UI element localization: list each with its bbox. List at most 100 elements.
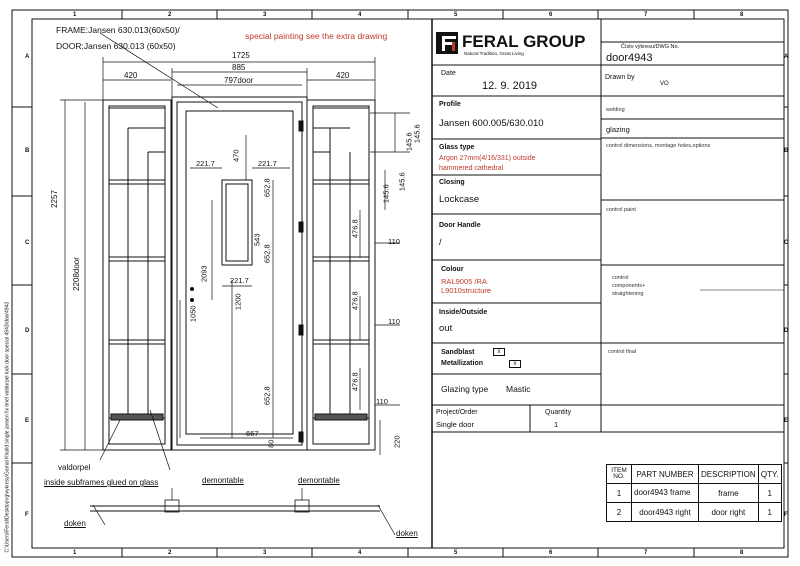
- dim-label: 476.8: [350, 219, 360, 239]
- check-control-comp: straightening: [612, 291, 644, 297]
- door-spec: DOOR:Jansen 630.013 (60x50): [56, 41, 176, 51]
- zone-label: C: [784, 240, 789, 246]
- glazing-type-label: Glazing type: [441, 384, 489, 394]
- zone-label: 2: [168, 550, 172, 556]
- zone-label: D: [784, 328, 789, 334]
- table-cell: door right: [698, 502, 759, 522]
- zone-label: B: [25, 148, 30, 154]
- dim-label: 110: [376, 397, 388, 406]
- table-header-row: ITEM NO. PART NUMBER DESCRIPTION QTY.: [606, 464, 782, 484]
- dim-label: 476.8: [350, 372, 360, 392]
- qty-label: Quantity: [545, 409, 572, 416]
- dim-label: 885: [232, 63, 246, 72]
- parts-table: ITEM NO. PART NUMBER DESCRIPTION QTY. 1 …: [606, 464, 782, 522]
- callout-subframes: inside subframes glued on glass: [44, 478, 159, 487]
- profile-label: Profile: [439, 101, 461, 108]
- dim-label: 797door: [224, 76, 254, 85]
- sandblast-checkbox[interactable]: x: [493, 348, 505, 356]
- dim-label: 221.7: [258, 159, 277, 168]
- company-tagline: Natural Tradition, Great Living: [464, 51, 524, 56]
- qty-value: 1: [554, 420, 559, 429]
- zone-label: F: [784, 512, 788, 518]
- zone-label: E: [784, 418, 789, 424]
- glass-label: Glass type: [439, 144, 475, 151]
- dim-label: 420: [336, 71, 350, 80]
- dim-label: 470: [231, 149, 241, 163]
- dim-label: 476.8: [350, 291, 360, 311]
- glazing-type-value: Mastic: [506, 384, 531, 394]
- zone-label: 7: [644, 12, 648, 18]
- dim-label: 1200: [233, 293, 243, 311]
- callout-doken-left: doken: [64, 519, 86, 528]
- zone-label: A: [25, 54, 30, 60]
- profile-value: Jansen 600.005/630.010: [439, 118, 544, 129]
- zone-label: 7: [644, 550, 648, 556]
- check-welding: welding: [606, 107, 625, 113]
- project-label: Project/Order: [436, 409, 478, 416]
- dim-label: 543: [252, 233, 262, 247]
- check-control-final: control final: [608, 349, 637, 355]
- colour-label: Colour: [441, 266, 464, 273]
- table-header: DESCRIPTION: [698, 464, 759, 484]
- zone-label: 8: [740, 550, 744, 556]
- dim-label: 1725: [232, 51, 250, 60]
- zone-label: 5: [454, 12, 458, 18]
- special-note: special painting see the extra drawing: [245, 31, 388, 41]
- drawn-by-label: Drawn by: [605, 74, 635, 81]
- closing-value: Lockcase: [439, 194, 480, 205]
- zone-label: 6: [549, 12, 553, 18]
- table-cell: frame: [698, 483, 759, 503]
- table-cell: 2: [606, 502, 632, 522]
- table-header: QTY.: [757, 464, 782, 484]
- dim-label: 145.6: [381, 184, 391, 204]
- handle-value: /: [439, 237, 442, 248]
- zone-label: D: [25, 328, 30, 334]
- dim-label: 110: [388, 317, 400, 326]
- dim-label: 145.6: [397, 172, 407, 192]
- table-cell: 1: [757, 483, 782, 503]
- zone-label: E: [25, 418, 30, 424]
- dim-label: 652.8: [262, 178, 272, 198]
- zone-label: 8: [740, 12, 744, 18]
- inout-label: Inside/Outside: [439, 309, 488, 316]
- check-control-paint: control paint: [606, 207, 636, 213]
- table-cell: 1: [757, 502, 782, 522]
- dim-label: 145.6: [412, 124, 422, 144]
- table-cell: door4943 frame: [631, 483, 699, 503]
- table-cell: 1: [606, 483, 632, 503]
- metallization-checkbox[interactable]: x: [509, 360, 521, 368]
- zone-label: 3: [263, 12, 267, 18]
- zone-label: 2: [168, 12, 172, 18]
- frame-spec: FRAME:Jansen 630.013(60x50)/: [56, 25, 180, 35]
- table-header: PART NUMBER: [631, 464, 699, 484]
- check-control-dims: control dimensions, montage holes,option…: [606, 143, 711, 149]
- zone-label: 5: [454, 550, 458, 556]
- date-label: Date: [441, 70, 456, 77]
- dwg-no-label: Číslo výkresu/DWG No.: [621, 44, 680, 50]
- project-value: Single door: [436, 420, 474, 429]
- dim-label: 667: [246, 429, 259, 438]
- zone-label: 4: [358, 12, 362, 18]
- zone-label: 3: [263, 550, 267, 556]
- closing-label: Closing: [439, 179, 465, 186]
- dwg-no: door4943: [606, 52, 653, 64]
- glass-line1: Argon 27mm(4/16/331) outside: [439, 155, 536, 162]
- metallization-label: Metallization: [441, 360, 484, 367]
- check-control-comp: control: [612, 275, 629, 281]
- callout-doken-right: doken: [396, 529, 418, 538]
- dim-label: 221.7: [230, 276, 249, 285]
- zone-label: 1: [73, 12, 77, 18]
- drawn-by-value: VO: [660, 81, 669, 87]
- zone-label: B: [784, 148, 789, 154]
- table-cell: door4943 right: [631, 502, 699, 522]
- check-control-comp: components+: [612, 283, 646, 289]
- table-row: 1 door4943 frame frame 1: [606, 483, 782, 503]
- sandblast-label: Sandblast: [441, 349, 475, 356]
- check-glazing: glazing: [606, 125, 630, 134]
- dim-label: 2257: [49, 190, 59, 208]
- dim-label: 2208door: [71, 257, 81, 291]
- dim-label: 2093: [199, 265, 209, 283]
- zone-label: A: [784, 54, 789, 60]
- dim-label: 1050: [188, 305, 198, 323]
